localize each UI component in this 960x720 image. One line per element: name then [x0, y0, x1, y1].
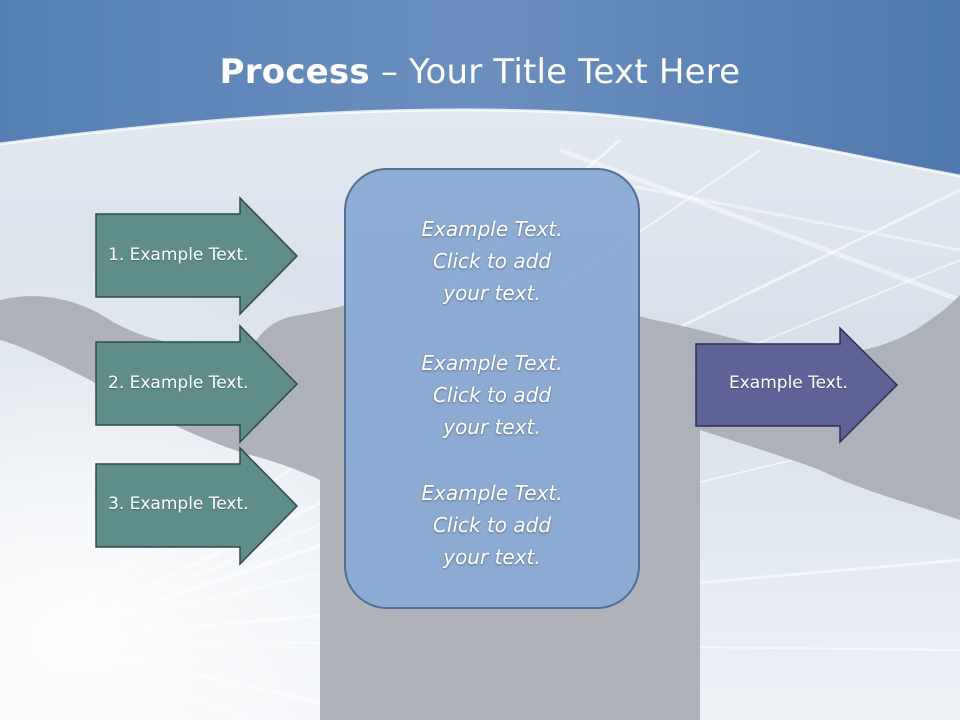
input-arrow-3-label: 3. Example Text.	[108, 494, 249, 514]
output-arrow[interactable]	[695, 326, 899, 444]
title-rest: Your Title Text Here	[409, 52, 741, 92]
slide-title: Process – Your Title Text Here	[0, 52, 960, 92]
process-text-line: your text.	[443, 281, 541, 305]
header-curve	[0, 108, 960, 178]
process-box[interactable]	[344, 168, 640, 609]
title-dash: –	[369, 52, 410, 92]
title-bold: Process	[219, 52, 370, 92]
header-band	[0, 0, 960, 176]
output-arrow-label: Example Text.	[729, 373, 848, 393]
input-arrow-1-label: 1. Example Text.	[108, 245, 249, 265]
process-text-line: Example Text.	[421, 217, 563, 241]
input-arrow-2-label: 2. Example Text.	[108, 373, 249, 393]
process-text-block-3[interactable]: Example Text. Click to add your text.	[345, 477, 639, 573]
process-text-line: your text.	[443, 415, 541, 439]
process-text-block-2[interactable]: Example Text. Click to add your text.	[345, 347, 639, 443]
input-arrow-3[interactable]	[95, 446, 299, 566]
process-text-line: Example Text.	[421, 351, 563, 375]
process-text-line: Click to add	[432, 249, 552, 273]
input-arrow-2[interactable]	[95, 324, 299, 444]
input-arrow-1[interactable]	[95, 196, 299, 316]
process-text-line: Click to add	[432, 383, 552, 407]
process-text-line: your text.	[443, 545, 541, 569]
process-text-line: Click to add	[432, 513, 552, 537]
process-text-block-1[interactable]: Example Text. Click to add your text.	[345, 213, 639, 309]
process-text-line: Example Text.	[421, 481, 563, 505]
